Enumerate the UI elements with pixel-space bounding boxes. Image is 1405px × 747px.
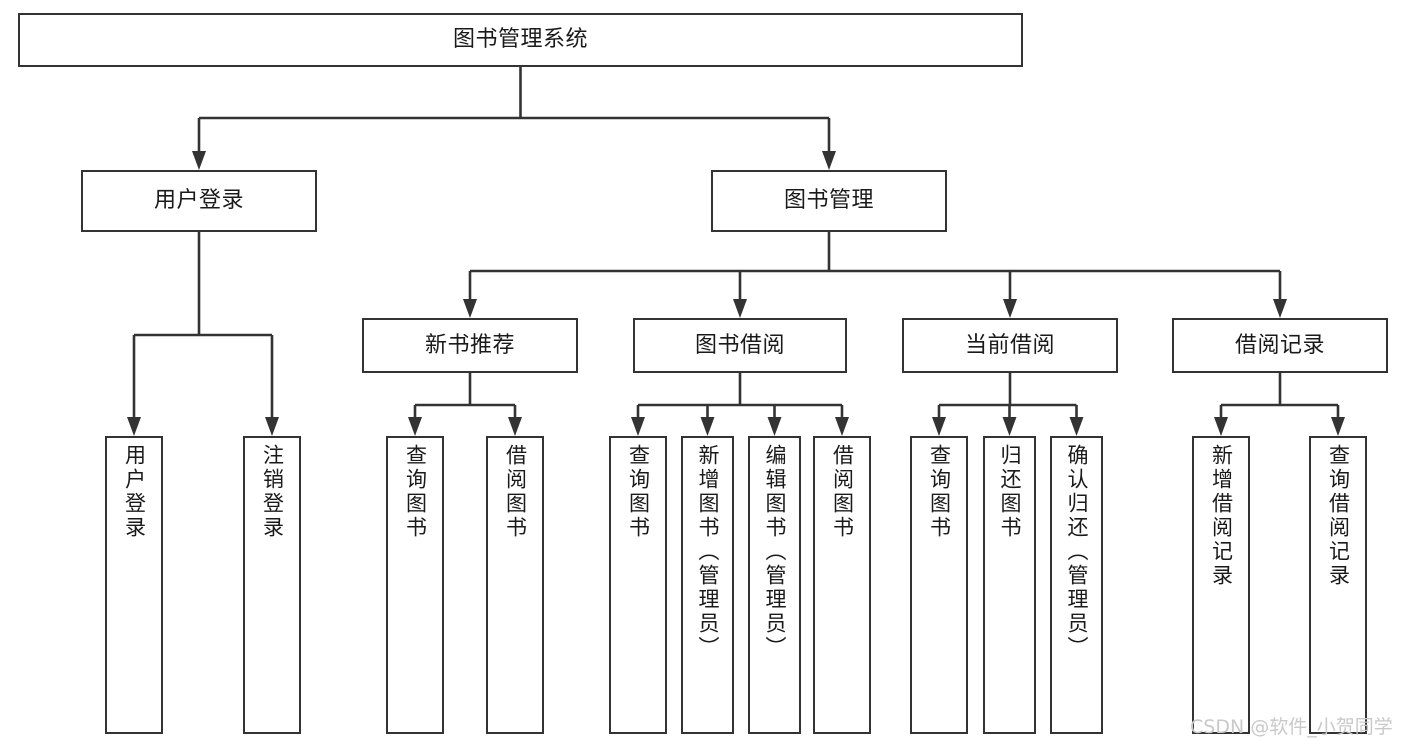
node-leaf-user-login[interactable]: 用户登录 bbox=[105, 436, 163, 734]
node-current-borrow[interactable]: 当前借阅 bbox=[902, 318, 1118, 373]
node-leaf-add-book[interactable]: 新增图书（管理员） bbox=[681, 436, 734, 734]
node-leaf-query-record[interactable]: 查询借阅记录 bbox=[1309, 436, 1367, 734]
node-book-borrow[interactable]: 图书借阅 bbox=[633, 318, 847, 373]
node-label: 编辑图书（管理员） bbox=[763, 444, 787, 660]
node-leaf-add-record[interactable]: 新增借阅记录 bbox=[1192, 436, 1250, 734]
node-label: 查询借阅记录 bbox=[1326, 444, 1351, 588]
node-label: 归还图书 bbox=[998, 444, 1022, 540]
node-leaf-borrow-book-2[interactable]: 借阅图书 bbox=[813, 436, 871, 734]
node-new-book-rec[interactable]: 新书推荐 bbox=[362, 318, 578, 373]
node-leaf-query-book-2[interactable]: 查询图书 bbox=[609, 436, 667, 734]
node-label: 查询图书 bbox=[626, 444, 651, 540]
node-leaf-logout[interactable]: 注销登录 bbox=[243, 436, 301, 734]
node-label: 确认归还（管理员） bbox=[1065, 444, 1089, 660]
node-label: 查询图书 bbox=[403, 444, 428, 540]
node-leaf-borrow-book-1[interactable]: 借阅图书 bbox=[486, 436, 544, 734]
node-label: 图书管理系统 bbox=[452, 27, 588, 53]
node-leaf-return-book[interactable]: 归还图书 bbox=[983, 436, 1036, 734]
node-label: 当前借阅 bbox=[964, 332, 1055, 358]
node-leaf-query-book-1[interactable]: 查询图书 bbox=[386, 436, 444, 734]
node-label: 借阅图书 bbox=[830, 444, 855, 540]
node-user-login[interactable]: 用户登录 bbox=[81, 170, 317, 232]
node-label: 新书推荐 bbox=[424, 332, 515, 358]
node-borrow-record[interactable]: 借阅记录 bbox=[1172, 318, 1388, 373]
watermark-text: CSDN @软件_小贺同学 bbox=[1190, 716, 1393, 738]
node-label: 借阅图书 bbox=[503, 444, 528, 540]
node-leaf-confirm-return[interactable]: 确认归还（管理员） bbox=[1050, 436, 1103, 734]
node-label: 用户登录 bbox=[122, 444, 147, 540]
node-label: 用户登录 bbox=[153, 188, 244, 214]
node-label: 新增借阅记录 bbox=[1209, 444, 1234, 588]
node-leaf-edit-book[interactable]: 编辑图书（管理员） bbox=[748, 436, 801, 734]
node-leaf-query-book-3[interactable]: 查询图书 bbox=[910, 436, 968, 734]
node-label: 新增图书（管理员） bbox=[696, 444, 720, 660]
node-label: 图书管理 bbox=[783, 188, 874, 214]
node-label: 查询图书 bbox=[927, 444, 952, 540]
node-book-manage[interactable]: 图书管理 bbox=[711, 170, 947, 232]
node-label: 注销登录 bbox=[260, 444, 285, 540]
node-root[interactable]: 图书管理系统 bbox=[18, 13, 1023, 67]
node-label: 图书借阅 bbox=[694, 332, 785, 358]
node-label: 借阅记录 bbox=[1234, 332, 1325, 358]
